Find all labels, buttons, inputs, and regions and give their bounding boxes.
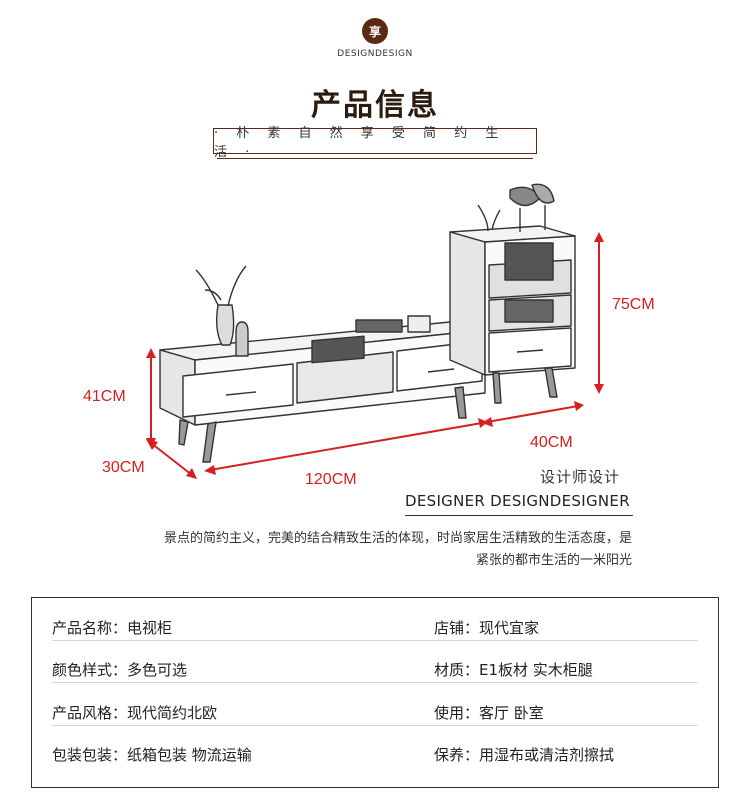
info-item-color: 颜色样式：多色可选 <box>52 661 188 679</box>
info-item-name: 产品名称：电视柜 <box>52 619 173 637</box>
product-info-table: 产品名称：电视柜 店铺：现代宜家 颜色样式：多色可选 材质：E1板材 实木柜腿 … <box>31 597 719 788</box>
table-divider <box>52 640 698 641</box>
dimension-arrow-height-tv <box>146 348 156 448</box>
page-title: 产品信息 <box>311 88 439 123</box>
designer-divider <box>405 515 633 516</box>
dimension-height-tv: 41CM <box>83 388 126 405</box>
description-line-1: 景点的简约主义，完美的结合精致生活的体现，时尚家居生活精致的生活态度，是 <box>163 531 632 546</box>
dimension-width: 120CM <box>305 471 357 488</box>
vase-decoration <box>195 265 431 357</box>
dimension-arrow-depth <box>146 439 197 479</box>
dimension-depth: 30CM <box>102 459 145 476</box>
tv-cabinet-illustration <box>146 183 604 479</box>
brand-logo: 享 <box>362 18 388 44</box>
info-item-style: 产品风格：现代简约北欧 <box>52 704 218 722</box>
dimension-width-side: 40CM <box>530 434 573 451</box>
dimension-arrow-height-cabinet <box>594 232 604 394</box>
info-item-material: 材质：E1板材 实木柜腿 <box>434 661 593 679</box>
info-item-packaging: 包装包装：纸箱包装 物流运输 <box>52 746 252 764</box>
designer-title-cn: 设计师设计 <box>540 468 621 486</box>
info-item-care: 保养：用湿布或清洁剂擦拭 <box>434 746 615 764</box>
dimension-height-cabinet: 75CM <box>612 296 655 313</box>
info-item-shop: 店铺：现代宜家 <box>434 619 540 637</box>
table-divider <box>52 725 698 726</box>
brand-name: DESIGNDESIGN <box>337 49 413 59</box>
tv-cabinet-body <box>159 321 486 463</box>
slogan-banner: · 朴 素 自 然 享 受 简 约 生 活 · <box>213 126 537 160</box>
table-divider <box>52 682 698 683</box>
dimension-arrow-width <box>204 418 488 475</box>
description-line-2: 紧张的都市生活的一米阳光 <box>475 553 632 568</box>
dimension-arrow-width-side <box>482 401 584 427</box>
side-cabinet-body <box>449 183 576 404</box>
info-item-usage: 使用：客厅 卧室 <box>434 704 544 722</box>
designer-title-en: DESIGNER DESIGNDESIGNER <box>405 492 630 510</box>
